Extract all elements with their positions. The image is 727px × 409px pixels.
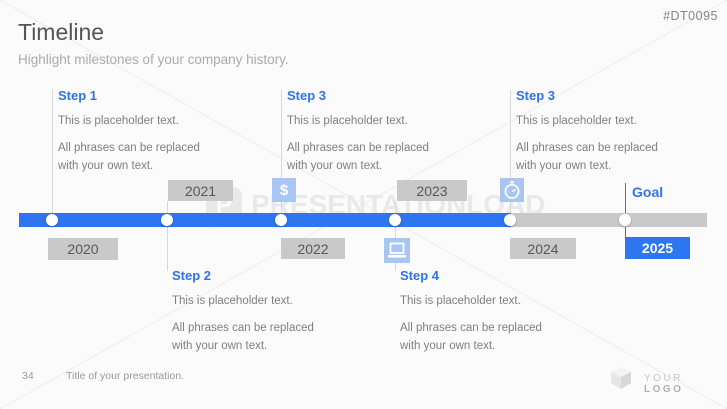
step-title: Step 2 — [172, 268, 212, 283]
timeline-bar — [19, 213, 707, 227]
year-box-2022: 2022 — [281, 238, 345, 259]
step-text: This is placeholder text. — [516, 115, 637, 127]
timeline-node-2021 — [161, 214, 173, 226]
step-text: All phrases can be replaced — [58, 142, 200, 154]
connector-line — [395, 201, 396, 271]
timeline-node-2023 — [389, 214, 401, 226]
step-text: with your own text. — [400, 340, 496, 352]
page-title: Timeline — [18, 19, 105, 45]
goal-connector-line — [625, 183, 626, 237]
connector-line — [167, 201, 168, 271]
step-title: Step 3 — [287, 88, 327, 103]
step-text: This is placeholder text. — [287, 115, 408, 127]
step-text: All phrases can be replaced — [516, 142, 658, 154]
logo-word-your: YOUR — [644, 373, 683, 384]
year-box-2021: 2021 — [168, 180, 233, 201]
page-subtitle: Highlight milestones of your company his… — [18, 52, 289, 67]
year-box-2025: 2025 — [625, 237, 690, 259]
timeline-node-2022 — [275, 214, 287, 226]
laptop-icon — [384, 238, 410, 263]
cube-logo-icon — [608, 366, 634, 395]
step-title: Step 1 — [58, 88, 98, 103]
connector-line — [52, 90, 53, 213]
your-logo-text: YOUR LOGO — [644, 373, 727, 395]
timeline-node-2025 — [619, 214, 631, 226]
step-block-4: Step 4 This is placeholder text. All phr… — [400, 268, 552, 355]
logo-word-logo: LOGO — [644, 384, 684, 395]
step-block-5: Step 3 This is placeholder text. All phr… — [516, 88, 668, 175]
step-text: with your own text. — [287, 160, 383, 172]
footer-presentation-title: Title of your presentation. — [66, 370, 185, 382]
timeline-bar-remaining — [511, 213, 707, 227]
step-block-1: Step 1 This is placeholder text. All phr… — [58, 88, 210, 175]
step-text: This is placeholder text. — [400, 295, 521, 307]
step-text: with your own text. — [172, 340, 268, 352]
connector-line — [281, 90, 282, 213]
step-text: with your own text. — [516, 160, 612, 172]
year-box-2024: 2024 — [510, 238, 576, 259]
step-text: This is placeholder text. — [172, 295, 293, 307]
step-text: All phrases can be replaced — [172, 322, 314, 334]
step-block-2: Step 2 This is placeholder text. All phr… — [172, 268, 324, 355]
dollar-glyph: $ — [279, 181, 289, 199]
step-title: Step 3 — [516, 88, 556, 103]
step-text: with your own text. — [58, 160, 154, 172]
template-code: #DT0095 — [663, 9, 718, 23]
stopwatch-icon — [500, 178, 524, 202]
step-text: All phrases can be replaced — [400, 322, 542, 334]
year-box-2020: 2020 — [48, 238, 118, 260]
step-text: This is placeholder text. — [58, 115, 179, 127]
dollar-icon: $ — [272, 178, 296, 202]
year-box-2023: 2023 — [397, 180, 467, 201]
timeline-node-2020 — [46, 214, 58, 226]
timeline-node-2024 — [504, 214, 516, 226]
step-block-3: Step 3 This is placeholder text. All phr… — [287, 88, 439, 175]
step-title: Step 4 — [400, 268, 440, 283]
connector-line — [510, 90, 511, 213]
page-number: 34 — [22, 370, 34, 382]
timeline-bar-progress — [19, 213, 511, 227]
goal-label: Goal — [632, 184, 664, 200]
step-text: All phrases can be replaced — [287, 142, 429, 154]
